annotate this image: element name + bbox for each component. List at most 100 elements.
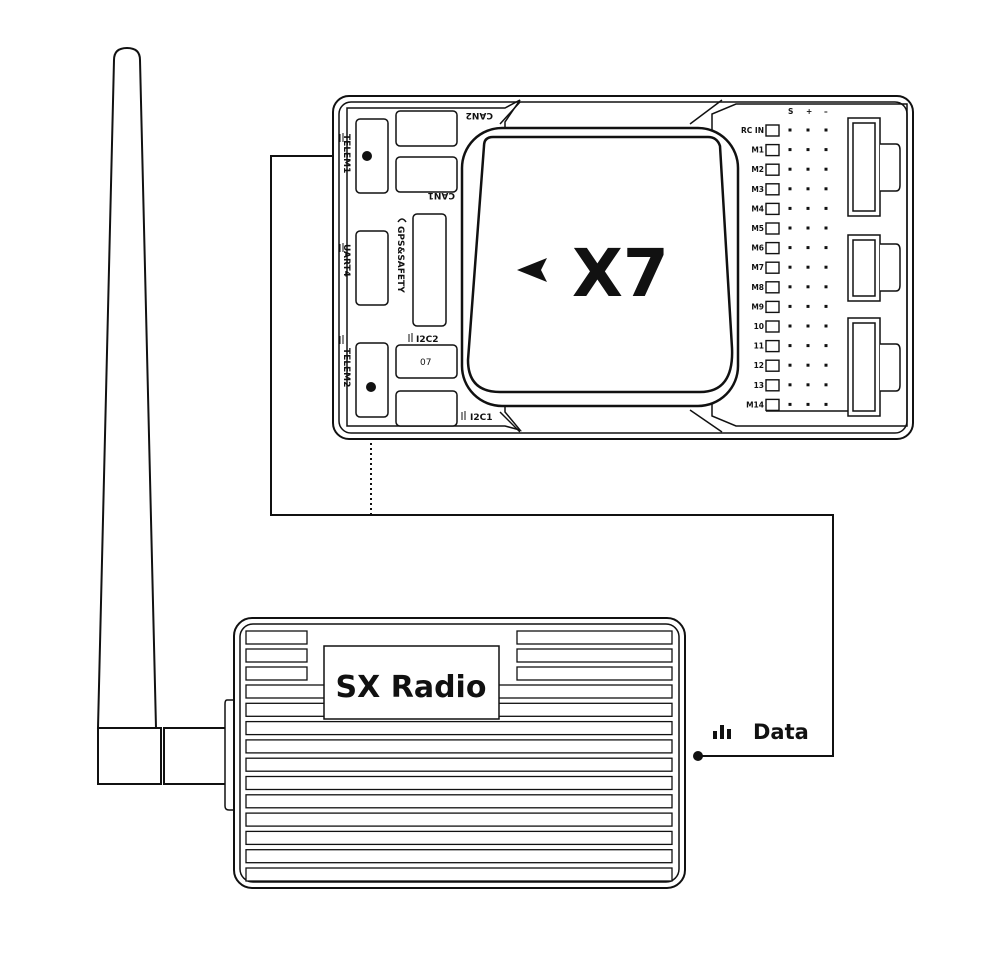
pin-dot: [806, 344, 810, 348]
pin-label: M14: [746, 400, 764, 409]
pin-row: M3: [751, 183, 828, 196]
antenna-connector: [163, 727, 232, 785]
pin-dot: [788, 246, 792, 250]
pin-socket[interactable]: [765, 398, 780, 412]
pin-row: M4: [751, 202, 828, 216]
pin-row: M9: [751, 300, 828, 314]
pin-dot: [824, 226, 828, 230]
gps-safety-port[interactable]: [412, 213, 447, 327]
pin-dot: [788, 304, 792, 308]
pin-label: 13: [754, 381, 764, 390]
gps-safety-label: GPS&SAFETY: [395, 226, 405, 293]
pin-dot: [824, 128, 828, 132]
pin-label: M4: [751, 204, 764, 213]
uart4-label: UART4: [341, 244, 351, 277]
fin: [516, 630, 673, 645]
pin-label: 10: [754, 322, 764, 331]
pin-dot: [824, 187, 828, 191]
i2c1-port[interactable]: [395, 390, 458, 427]
pin-dot: [824, 402, 828, 406]
fin: [245, 630, 308, 645]
pin-row: M7: [751, 261, 828, 274]
pin-socket[interactable]: [765, 320, 780, 333]
pin-dot: [824, 363, 828, 367]
pin-dot: [788, 324, 792, 328]
pin-socket[interactable]: [765, 261, 780, 274]
pin-dot: [788, 187, 792, 191]
pin-row: M5: [751, 222, 828, 235]
pin-dot: [788, 402, 792, 406]
pin-dot: [788, 344, 792, 348]
pin-row: M8: [751, 281, 828, 294]
fin: [516, 666, 673, 681]
pin-dot: [788, 167, 792, 171]
right-header-bay: [711, 103, 908, 427]
gps-icon: [397, 218, 407, 223]
pin-dot: [806, 363, 810, 367]
telem1-connection-dot: [362, 151, 372, 161]
pin-label: RC IN: [741, 126, 764, 135]
header-col-plus: +: [806, 107, 812, 116]
pin-label: 12: [754, 361, 764, 370]
pin-dot: [788, 363, 792, 367]
central-module: [466, 135, 734, 394]
pin-socket[interactable]: [765, 124, 780, 137]
fin: [245, 812, 673, 827]
pin-dot: [824, 148, 828, 152]
port-signal-icons: [339, 133, 466, 420]
pin-dot: [806, 148, 810, 152]
i2c2-label: I2C2: [416, 335, 438, 345]
pin-dot: [824, 304, 828, 308]
pin-row: RC IN: [741, 124, 828, 137]
pin-socket[interactable]: [765, 222, 780, 235]
pin-socket[interactable]: [765, 281, 780, 294]
side-connectors: [847, 117, 901, 417]
pin-dot: [824, 344, 828, 348]
pin-dot: [824, 324, 828, 328]
pin-row: M2: [751, 163, 828, 176]
flight-controller: X7 TELEM1 UART4 TELEM2 CAN2 CAN1 GPS&SAF…: [332, 95, 914, 440]
pin-socket[interactable]: [765, 300, 780, 314]
pin-dot: [806, 285, 810, 289]
uart4-port[interactable]: [355, 230, 389, 306]
pin-dot: [788, 285, 792, 289]
can1-port[interactable]: [395, 156, 458, 193]
i2c1-label: I2C1: [470, 413, 492, 423]
i2c-id-label: 07: [420, 358, 431, 368]
pin-dot: [806, 226, 810, 230]
pin-label: M6: [751, 244, 764, 253]
fin: [245, 867, 673, 882]
pin-label: M5: [751, 224, 764, 233]
pin-dot: [788, 128, 792, 132]
pin-dot: [824, 285, 828, 289]
pin-socket[interactable]: [765, 359, 780, 372]
brand-logo: X7: [572, 235, 669, 312]
header-col-minus: –: [824, 107, 828, 116]
pin-socket[interactable]: [765, 379, 780, 392]
pin-socket[interactable]: [765, 183, 780, 196]
antenna-whip: [96, 46, 158, 729]
radio-connection-dot: [693, 751, 703, 761]
fin: [245, 648, 308, 663]
signal-bars-icon: [713, 725, 731, 739]
pin-dot: [806, 206, 810, 210]
pin-socket[interactable]: [765, 202, 780, 216]
fin: [245, 794, 673, 809]
pin-dot: [788, 383, 792, 387]
pin-socket[interactable]: [765, 241, 780, 255]
pin-socket[interactable]: [765, 163, 780, 176]
telem2-port[interactable]: [355, 342, 389, 418]
pin-dot: [824, 167, 828, 171]
i2c2-port[interactable]: [395, 344, 458, 379]
pin-socket[interactable]: [765, 339, 780, 353]
pin-socket[interactable]: [765, 143, 780, 157]
can1-label: CAN1: [428, 190, 455, 200]
can2-port[interactable]: [395, 110, 458, 147]
pin-dot: [806, 324, 810, 328]
pin-row: 13: [754, 379, 828, 392]
pin-dot: [824, 265, 828, 269]
pin-dot: [806, 246, 810, 250]
pin-dot: [824, 246, 828, 250]
pin-dot: [806, 304, 810, 308]
data-legend: Data: [693, 720, 809, 761]
